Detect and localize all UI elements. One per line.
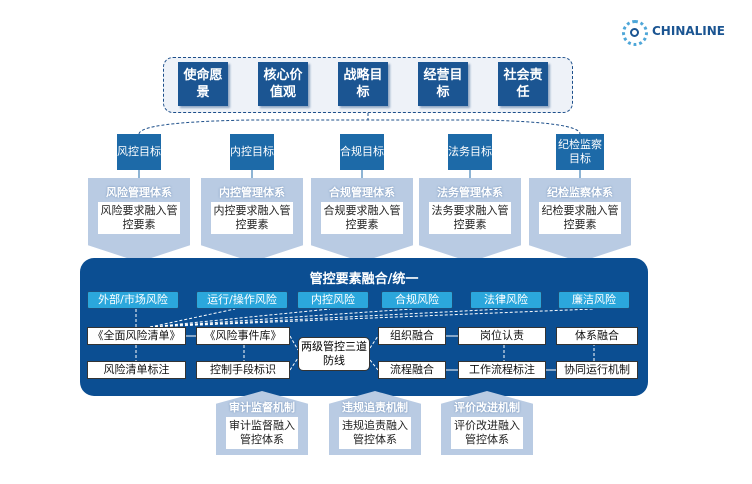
- goal-internal-control: 内控目标: [230, 134, 274, 170]
- value-business: 经营目标: [418, 62, 468, 106]
- risk-operational: 运行/操作风险: [196, 291, 288, 309]
- mechanism-evaluation: 评价改进机制评价改进融入管控体系: [441, 391, 533, 455]
- risk-event-library: 《风险事件库》: [196, 327, 290, 345]
- value-social: 社会责任: [498, 62, 548, 106]
- goal-compliance: 合规目标: [340, 134, 384, 170]
- system-internal-control: 内控管理体系内控要求融入管控要素: [201, 178, 303, 262]
- position-responsibility: 岗位认责: [458, 327, 546, 345]
- full-risk-list: 《全面风险清单》: [87, 327, 186, 345]
- workflow-marking: 工作流程标注: [458, 361, 546, 379]
- mechanism-accountability: 违规追责机制违规追责融入管控体系: [329, 391, 421, 455]
- two-level-three-lines: 两级管控三道防线: [298, 337, 370, 371]
- value-strategy: 战略目标: [338, 62, 388, 106]
- system-risk: 风险管理体系风险要求融入管控要素: [88, 178, 190, 262]
- logo-mark-icon: [622, 20, 648, 46]
- risk-external-market: 外部/市场风险: [87, 291, 179, 309]
- control-identification: 控制手段标识: [196, 361, 290, 379]
- system-integration: 体系融合: [556, 327, 638, 345]
- integration-title: 管控要素融合/统一: [309, 272, 419, 287]
- mechanism-audit: 审计监督机制审计监督融入管控体系: [216, 391, 308, 455]
- system-legal: 法务管理体系法务要求融入管控要素: [419, 178, 521, 262]
- goal-discipline: 纪检监察目标: [556, 134, 604, 170]
- goal-legal: 法务目标: [448, 134, 492, 170]
- risk-integrity: 廉洁风险: [558, 291, 630, 309]
- system-discipline: 纪检监察体系纪检要求融入管控要素: [529, 178, 631, 262]
- collaboration-mechanism: 协同运行机制: [556, 361, 638, 379]
- org-integration: 组织融合: [378, 327, 446, 345]
- risk-compliance: 合规风险: [381, 291, 453, 309]
- value-mission: 使命愿景: [178, 62, 228, 106]
- value-core: 核心价值观: [258, 62, 308, 106]
- goal-risk: 风控目标: [117, 134, 161, 170]
- process-integration: 流程融合: [378, 361, 446, 379]
- system-compliance: 合规管理体系合规要求融入管控要素: [311, 178, 413, 262]
- risk-internal-control: 内控风险: [297, 291, 369, 309]
- risk-list-marking: 风险清单标注: [87, 361, 186, 379]
- logo: CHINALINE: [622, 18, 742, 48]
- risk-legal: 法律风险: [470, 291, 542, 309]
